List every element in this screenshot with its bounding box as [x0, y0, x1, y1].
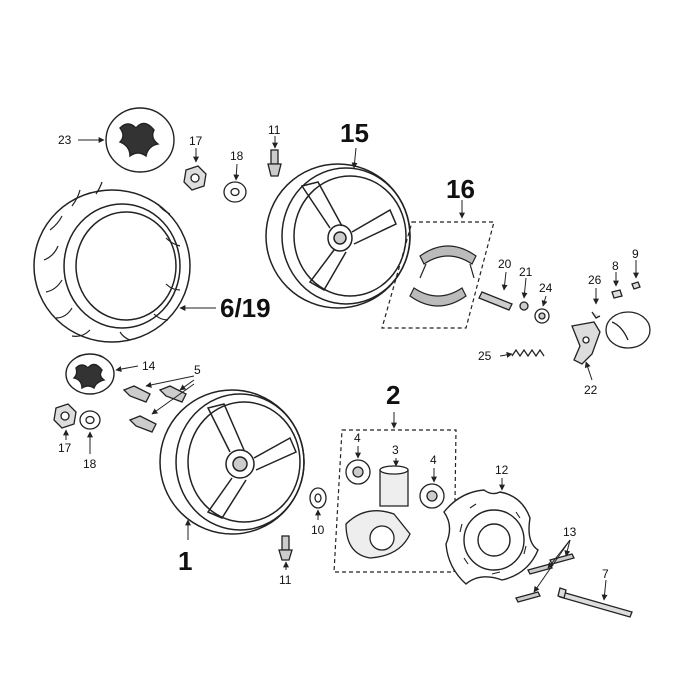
- label-13: 13: [563, 525, 577, 539]
- nut-bottom: [53, 403, 77, 429]
- label-15: 15: [340, 118, 369, 148]
- label-4-right: 4: [430, 453, 437, 467]
- hub-cap-front: [65, 353, 115, 395]
- label-14: 14: [142, 359, 156, 373]
- valve-bottom: [278, 535, 293, 561]
- brake-arm-assembly: [571, 281, 651, 365]
- label-18-top: 18: [230, 149, 244, 163]
- label-7: 7: [602, 567, 609, 581]
- brake-shoe-box: [381, 221, 495, 329]
- washer-10: [309, 487, 327, 509]
- label-18-bottom: 18: [83, 457, 97, 471]
- label-21: 21: [519, 265, 533, 279]
- label-20: 20: [498, 257, 512, 271]
- axle: [557, 587, 633, 618]
- label-24: 24: [539, 281, 553, 295]
- washer-top: [223, 181, 247, 203]
- nut-top: [183, 165, 207, 191]
- tire: [33, 181, 191, 343]
- wheel-bolts: [122, 385, 187, 433]
- valve-top: [267, 149, 282, 177]
- spring: [511, 348, 545, 358]
- leader-lines: [63, 136, 639, 601]
- part-labels: 23 17 18 11 15 6/19 16 20 21 24 26 8 9 2…: [58, 118, 639, 587]
- label-4-left: 4: [354, 431, 361, 445]
- label-26: 26: [588, 273, 602, 287]
- label-6-19: 6/19: [220, 293, 271, 323]
- label-12: 12: [495, 463, 509, 477]
- label-11-top: 11: [268, 123, 281, 137]
- hub-cap-top: [105, 107, 175, 173]
- label-3: 3: [392, 443, 399, 457]
- rear-wheel-rim: [265, 163, 411, 309]
- brake-cam-parts: [478, 291, 550, 324]
- label-2: 2: [386, 380, 400, 410]
- label-8: 8: [612, 259, 619, 273]
- brake-disc: [443, 489, 539, 585]
- label-9: 9: [632, 247, 639, 261]
- label-17-top: 17: [189, 134, 203, 148]
- label-10: 10: [311, 523, 325, 537]
- label-23: 23: [58, 133, 72, 147]
- label-5: 5: [194, 363, 201, 377]
- label-16: 16: [446, 174, 475, 204]
- label-22: 22: [584, 383, 598, 397]
- label-17-bottom: 17: [58, 441, 72, 455]
- label-11-bottom: 11: [279, 573, 292, 587]
- washer-bottom: [79, 410, 101, 430]
- label-25: 25: [478, 349, 492, 363]
- hub-assembly-box: [333, 429, 457, 573]
- front-wheel-rim: [159, 389, 305, 535]
- label-1: 1: [178, 546, 192, 576]
